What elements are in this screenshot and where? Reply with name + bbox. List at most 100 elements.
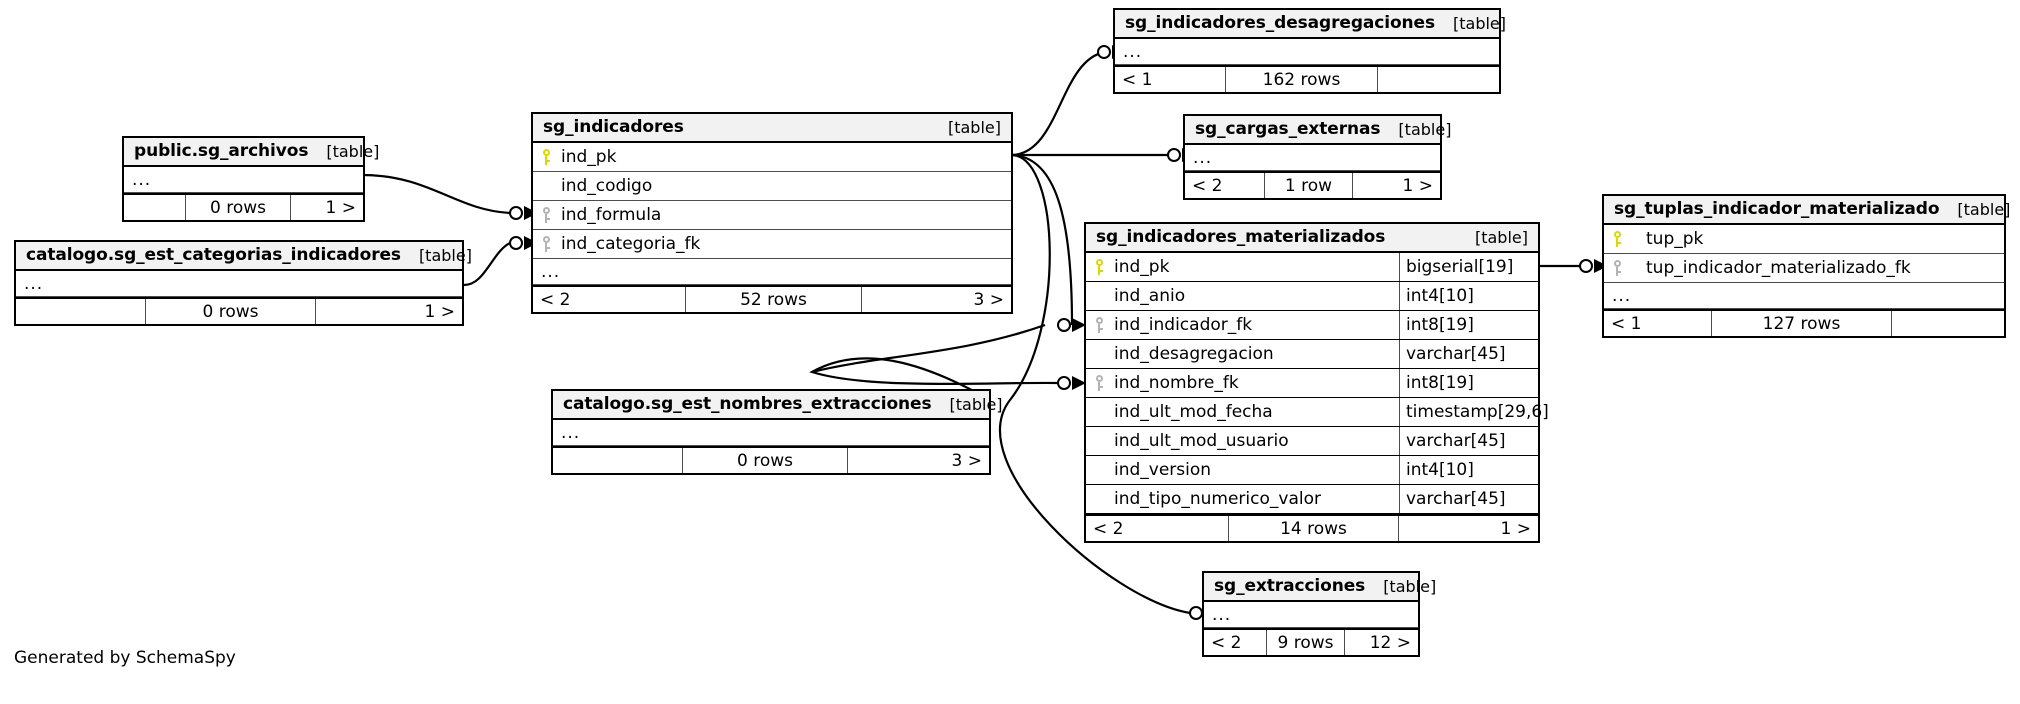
columns-ellipsis: ... [1185, 145, 1440, 171]
column-row[interactable]: ind_ult_mod_fecha timestamp[29,6] [1086, 398, 1549, 427]
column-row[interactable]: ind_indicador_fk int8[19] [1086, 311, 1538, 340]
column-name: ind_desagregacion [1114, 344, 1274, 364]
table-sg-tuplas-indicador-materializado[interactable]: sg_tuplas_indicador_materializado [table… [1602, 194, 2010, 338]
table-header: sg_indicadores [table] [533, 114, 1011, 143]
table-name: sg_extracciones [1214, 576, 1366, 596]
footer-left[interactable] [553, 448, 683, 473]
footer-right[interactable]: 1 > [1500, 518, 1531, 539]
table-sg-indicadores-materializados[interactable]: sg_indicadores_materializados [table] in… [1084, 222, 1549, 543]
table-header: sg_indicadores_materializados [table] [1086, 224, 1538, 253]
columns-ellipsis: ... [533, 259, 1011, 285]
column-name: ind_pk [561, 147, 617, 167]
column-name: ind_codigo [561, 176, 653, 196]
column-row[interactable]: ind_pk [533, 143, 1011, 172]
footer-left[interactable]: < 2 [533, 287, 686, 312]
footer-right[interactable]: 12 > [1369, 632, 1411, 653]
table-header: sg_cargas_externas [table] [1185, 116, 1451, 145]
column-name: ind_tipo_numerico_valor [1114, 489, 1321, 509]
table-footer: < 2 1 row 1 > [1185, 171, 1440, 198]
column-type: int8[19] [1399, 311, 1538, 339]
footer-left[interactable]: < 2 [1185, 173, 1265, 198]
column-type: int8[19] [1399, 369, 1538, 397]
table-header: sg_tuplas_indicador_materializado [table… [1604, 196, 2010, 225]
columns-ellipsis: ... [1604, 283, 2004, 309]
columns-ellipsis: ... [1204, 602, 1418, 628]
footer-rows: 9 rows [1267, 630, 1345, 655]
footer-right[interactable] [1892, 311, 2004, 336]
column-row[interactable]: ind_pk bigserial[19] [1086, 253, 1538, 282]
footer-left[interactable]: < 2 [1204, 630, 1267, 655]
table-name: sg_indicadores_materializados [1096, 227, 1386, 247]
table-footer: 0 rows 1 > [16, 297, 462, 324]
column-name: ind_version [1114, 460, 1212, 480]
footer-left[interactable]: < 1 [1604, 311, 1712, 336]
table-sg-indicadores-desagregaciones[interactable]: sg_indicadores_desagregaciones [table] .… [1113, 8, 1506, 94]
column-name: ind_ult_mod_usuario [1114, 431, 1289, 451]
column-name: ind_formula [561, 205, 662, 225]
table-name: sg_indicadores_desagregaciones [1125, 13, 1435, 33]
table-footer: 0 rows 3 > [553, 446, 989, 473]
footer-right[interactable]: 1 > [1402, 175, 1433, 196]
table-name: catalogo.sg_est_categorias_indicadores [26, 245, 401, 265]
footer-right[interactable]: 3 > [973, 289, 1004, 310]
columns-ellipsis: ... [16, 271, 462, 297]
column-name: ind_categoria_fk [561, 234, 701, 254]
column-row[interactable]: ind_version int4[10] [1086, 456, 1538, 485]
table-sg-indicadores[interactable]: sg_indicadores [table] ind_pk ind_codigo… [531, 112, 1013, 314]
footer-right[interactable] [1378, 67, 1499, 92]
columns-ellipsis: ... [124, 167, 363, 193]
column-name: tup_pk [1646, 229, 1704, 249]
footer-left[interactable]: < 2 [1086, 516, 1229, 541]
footer-rows: 0 rows [683, 448, 848, 473]
edge-archivos-indicadores [361, 173, 511, 215]
footer-right[interactable]: 3 > [951, 450, 982, 471]
column-row[interactable]: ind_desagregacion varchar[45] [1086, 340, 1538, 369]
column-type: varchar[45] [1399, 427, 1538, 455]
column-row[interactable]: ind_nombre_fk int8[19] [1086, 369, 1538, 398]
column-row[interactable]: tup_pk [1604, 225, 2004, 254]
column-row[interactable]: ind_formula [533, 201, 1011, 230]
column-row[interactable]: tup_indicador_materializado_fk [1604, 254, 2004, 283]
table-tag: [table] [1383, 576, 1437, 596]
table-footer: < 1 127 rows [1604, 309, 2004, 336]
columns-ellipsis: ... [1115, 39, 1499, 65]
column-row[interactable]: ind_anio int4[10] [1086, 282, 1538, 311]
table-tag: [table] [947, 117, 1001, 137]
table-tag: [table] [326, 141, 380, 161]
table-header: sg_indicadores_desagregaciones [table] [1115, 10, 1506, 39]
column-row[interactable]: ind_categoria_fk [533, 230, 1011, 259]
edge-indicadores-desagregaciones [1012, 50, 1106, 157]
column-type: int4[10] [1399, 456, 1538, 484]
primary-key-icon [533, 149, 559, 165]
footer-right[interactable]: 1 > [424, 301, 455, 322]
column-type: varchar[45] [1399, 340, 1538, 368]
table-catalogo-sg-est-categorias-indicadores[interactable]: catalogo.sg_est_categorias_indicadores [… [14, 240, 472, 326]
footer-right[interactable]: 1 > [325, 197, 356, 218]
column-row[interactable]: ind_codigo [533, 172, 1011, 201]
table-header: public.sg_archivos [table] [124, 138, 379, 167]
footer-left[interactable] [16, 299, 146, 324]
foreign-key-icon [533, 207, 559, 223]
column-row[interactable]: ind_tipo_numerico_valor varchar[45] [1086, 485, 1538, 514]
table-tag: [table] [949, 394, 1003, 414]
table-catalogo-sg-est-nombres-extracciones[interactable]: catalogo.sg_est_nombres_extracciones [ta… [551, 389, 1003, 475]
table-name: sg_tuplas_indicador_materializado [1614, 199, 1940, 219]
footer-left[interactable]: < 1 [1115, 67, 1226, 92]
footer-rows: 0 rows [186, 195, 291, 220]
footer-left[interactable] [124, 195, 186, 220]
column-name: tup_indicador_materializado_fk [1646, 258, 1911, 278]
table-name: public.sg_archivos [134, 141, 309, 161]
column-row[interactable]: ind_ult_mod_usuario varchar[45] [1086, 427, 1538, 456]
column-name: ind_pk [1114, 257, 1170, 277]
table-public-sg-archivos[interactable]: public.sg_archivos [table] ... 0 rows 1 … [122, 136, 379, 222]
column-name: ind_nombre_fk [1114, 373, 1239, 393]
table-tag: [table] [418, 245, 472, 265]
table-header: catalogo.sg_est_categorias_indicadores [… [16, 242, 472, 271]
columns-ellipsis: ... [553, 420, 989, 446]
footer-rows: 0 rows [146, 299, 316, 324]
table-sg-extracciones[interactable]: sg_extracciones [table] ... < 2 9 rows 1… [1202, 571, 1436, 657]
foreign-key-icon [1086, 317, 1112, 333]
table-tag: [table] [1398, 119, 1452, 139]
table-sg-cargas-externas[interactable]: sg_cargas_externas [table] ... < 2 1 row… [1183, 114, 1451, 200]
